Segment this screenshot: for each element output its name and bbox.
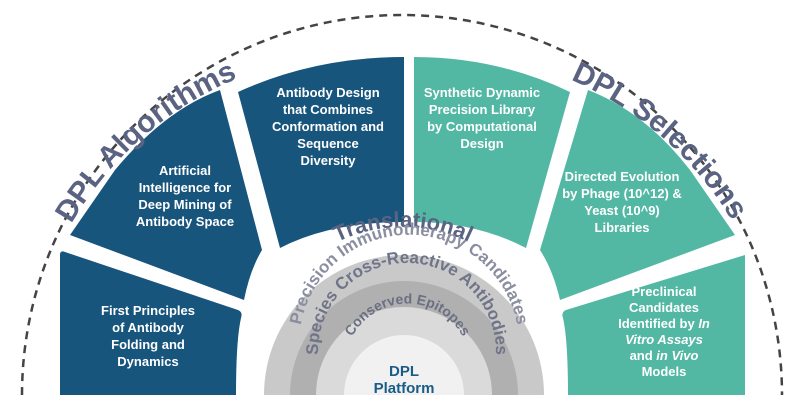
segment-text-line: Yeast (10^9) xyxy=(584,203,660,218)
segment-directed-evolution-text: Directed Evolution by Phage (10^12) & Yeas… xyxy=(562,169,682,235)
segment-artificial-intelligence xyxy=(70,90,262,300)
segment-text-line: Antibody Design xyxy=(276,85,379,100)
segment-text-line: by Phage (10^12) & xyxy=(562,186,682,201)
segment-text-line: Antibody Space xyxy=(136,214,234,229)
center-line-2: Platform xyxy=(374,380,435,397)
segment-synthetic-library xyxy=(414,57,570,248)
segment-text-line: Models xyxy=(642,364,687,379)
segment-text-line: First Principles xyxy=(101,303,195,318)
segment-text-line: of Antibody xyxy=(112,320,184,335)
segment-text-line: Conformation and xyxy=(272,119,384,134)
segment-text-line: Dynamics xyxy=(117,354,178,369)
segment-text-line: Identified by In xyxy=(618,316,710,331)
segment-text-line: Precision Library xyxy=(429,102,536,117)
segment-text-line: Design xyxy=(460,136,503,151)
segment-text-line: Diversity xyxy=(301,153,357,168)
segment-text-line: Deep Mining of xyxy=(138,197,232,212)
segment-text-line: Preclinical xyxy=(631,284,696,299)
segment-text-line: Candidates xyxy=(629,300,699,315)
segment-text-line: Vitro Assays xyxy=(625,332,703,347)
segment-text-line: Artificial xyxy=(159,163,211,178)
segment-directed-evolution xyxy=(540,90,735,300)
segment-text-line: by Computational xyxy=(427,119,537,134)
segment-text-line: Synthetic Dynamic xyxy=(424,85,540,100)
segment-text-line: that Combines xyxy=(283,102,373,117)
center-core xyxy=(344,335,464,395)
segment-first-principles xyxy=(60,251,242,395)
segment-text-line: Directed Evolution xyxy=(565,169,680,184)
dashed-outer-arc xyxy=(20,13,784,396)
segment-text-line: Libraries xyxy=(595,220,650,235)
segment-text-line: Folding and xyxy=(111,337,185,352)
segment-text-line: and in Vivo xyxy=(630,348,699,363)
segment-text-line: Intelligence for xyxy=(139,180,231,195)
center-line-1: DPL xyxy=(389,363,419,380)
segment-antibody-design xyxy=(238,57,404,248)
segment-text-line: Sequence xyxy=(297,136,358,151)
segment-preclinical xyxy=(562,255,745,395)
